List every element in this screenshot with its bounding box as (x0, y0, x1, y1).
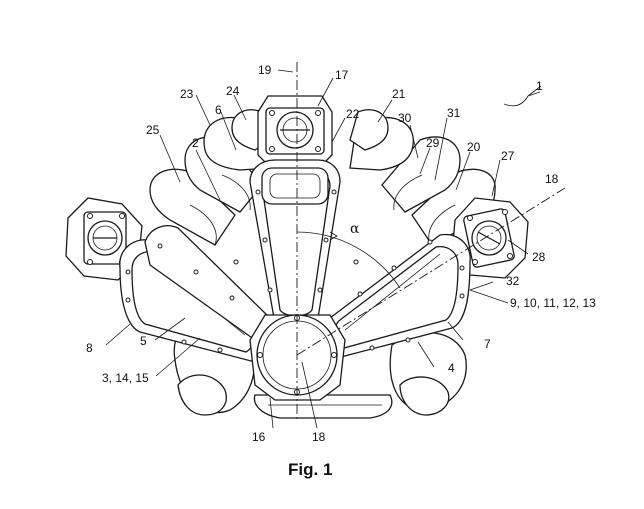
label-29: 29 (426, 136, 440, 150)
reference-labels: 1 19 17 23 24 6 22 21 30 31 25 2 29 20 2… (86, 63, 596, 444)
label-19: 19 (258, 63, 272, 77)
label-24: 24 (226, 84, 240, 98)
label-5: 5 (140, 334, 147, 348)
label-31: 31 (447, 106, 461, 120)
label-6: 6 (215, 103, 222, 117)
right-throttle-body (451, 197, 529, 279)
label-32: 32 (506, 274, 520, 288)
label-17: 17 (335, 68, 349, 82)
label-18-right: 18 (545, 172, 559, 186)
label-3-14-15: 3, 14, 15 (102, 371, 149, 385)
center-hub (249, 314, 346, 401)
intake-ducts-right (349, 109, 496, 246)
label-25: 25 (146, 123, 160, 137)
leader-lines (105, 69, 542, 429)
label-9-13: 9, 10, 11, 12, 13 (510, 296, 596, 310)
label-22: 22 (346, 107, 360, 121)
figure-caption: Fig. 1 (288, 460, 332, 479)
manifold-top (249, 159, 341, 327)
label-20: 20 (467, 140, 481, 154)
label-30: 30 (398, 111, 412, 125)
top-throttle-body (257, 95, 333, 166)
label-28: 28 (532, 250, 546, 264)
flange-bolts (125, 189, 465, 353)
label-27: 27 (501, 149, 515, 163)
label-4: 4 (448, 361, 455, 375)
label-8: 8 (86, 341, 93, 355)
label-21: 21 (392, 87, 406, 101)
label-2: 2 (192, 136, 199, 150)
label-18-bottom: 18 (312, 430, 326, 444)
angle-alpha: α (350, 221, 360, 237)
label-16: 16 (252, 430, 266, 444)
label-1: 1 (536, 79, 543, 93)
label-7: 7 (484, 337, 491, 351)
label-23: 23 (180, 87, 194, 101)
center-lines (296, 62, 566, 420)
